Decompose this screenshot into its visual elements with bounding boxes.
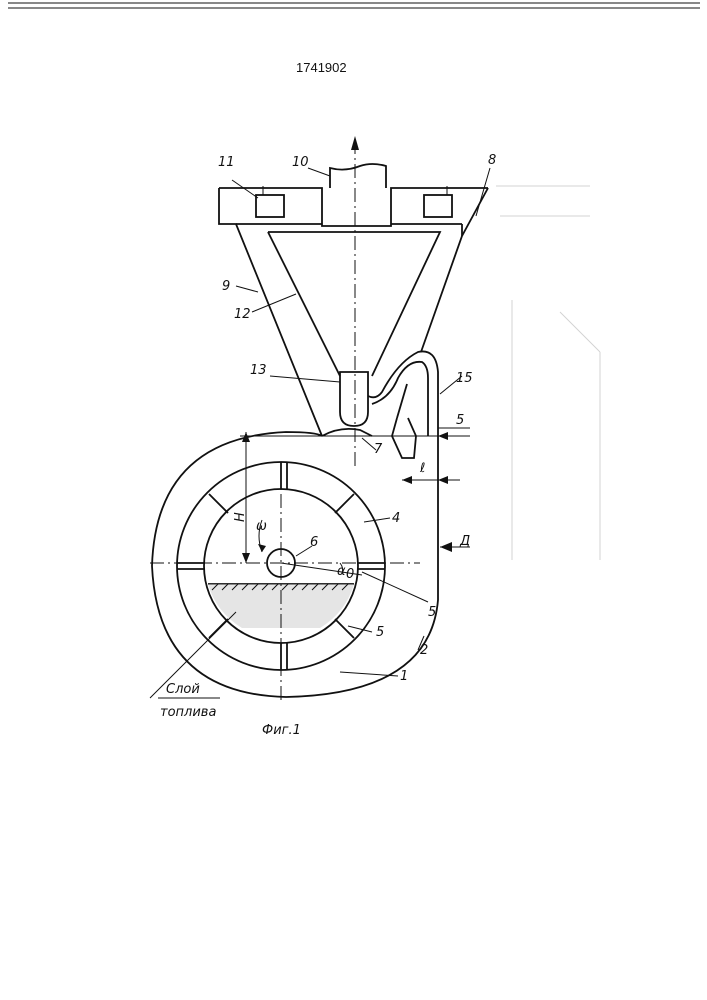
dim-H-arrow-bottom xyxy=(242,553,250,563)
hook-pipe-inner xyxy=(372,362,428,436)
nozzle-box-left xyxy=(256,195,284,217)
view-arrow-head xyxy=(440,542,452,552)
label-9: 9 xyxy=(222,279,230,294)
leader-5-low xyxy=(348,626,372,632)
label-4: 4 xyxy=(392,511,400,526)
housing-right-lower xyxy=(397,384,407,418)
nozzle-boxes xyxy=(256,186,452,217)
leader-8 xyxy=(476,168,490,216)
label-omega: ω xyxy=(256,519,267,534)
label-2: 2 xyxy=(420,643,428,658)
patent-number: 1741902 xyxy=(296,60,347,75)
label-H: H xyxy=(233,512,248,522)
leader-11 xyxy=(232,180,258,198)
leader-10 xyxy=(308,168,330,176)
nozzle-box-right xyxy=(424,195,452,217)
leader-13 xyxy=(270,376,340,382)
label-fuel-layer-2: топлива xyxy=(160,705,216,720)
axis-arrow-up xyxy=(351,136,359,150)
label-fuel-layer-1: Слой xyxy=(166,682,200,697)
label-13: 13 xyxy=(250,363,267,378)
inner-cone xyxy=(268,232,440,470)
label-6: 6 xyxy=(310,535,318,550)
inlet-nozzle-7 xyxy=(322,429,372,436)
rotation-arrow xyxy=(258,544,266,552)
label-view-A: Д xyxy=(459,534,470,549)
figure-caption: Фиг.1 xyxy=(262,723,301,738)
exhaust-pipe-top xyxy=(330,164,386,188)
dim-l-arrow-left xyxy=(402,476,412,484)
drum-assembly xyxy=(152,432,438,697)
label-alpha: α xyxy=(337,564,346,579)
cyclone-housing xyxy=(219,188,488,436)
exhaust-pipe xyxy=(330,164,386,188)
leader-5-mid xyxy=(362,572,428,602)
scan-artifacts xyxy=(496,186,600,560)
section-arrow xyxy=(438,432,448,440)
label-1: 1 xyxy=(400,669,408,684)
blade-ll xyxy=(209,619,228,638)
label-5-mid: 5 xyxy=(428,605,436,620)
artifact-line-4 xyxy=(560,312,600,352)
label-12: 12 xyxy=(234,307,251,322)
funnel xyxy=(392,418,416,458)
label-l: ℓ xyxy=(419,461,425,476)
leader-1 xyxy=(340,672,398,676)
label-11: 11 xyxy=(218,155,235,170)
leader-9 xyxy=(236,286,258,292)
label-8: 8 xyxy=(488,153,496,168)
label-15: 15 xyxy=(456,371,473,386)
blade-ul xyxy=(209,494,228,513)
blade-lr xyxy=(335,619,354,638)
leader-4 xyxy=(364,518,390,522)
label-5-top: 5 xyxy=(456,413,464,428)
cone-outlet xyxy=(340,372,368,426)
blade-ur xyxy=(335,494,354,513)
label-5-low: 5 xyxy=(376,625,384,640)
label-10: 10 xyxy=(292,155,309,170)
leader-12 xyxy=(252,294,296,312)
cone-left-side xyxy=(268,232,340,376)
label-alpha-sub: 0 xyxy=(346,567,354,582)
dim-l-arrow-right xyxy=(438,476,448,484)
top-plate xyxy=(219,188,488,226)
housing-right-wall xyxy=(421,188,488,352)
label-7: 7 xyxy=(374,442,383,457)
